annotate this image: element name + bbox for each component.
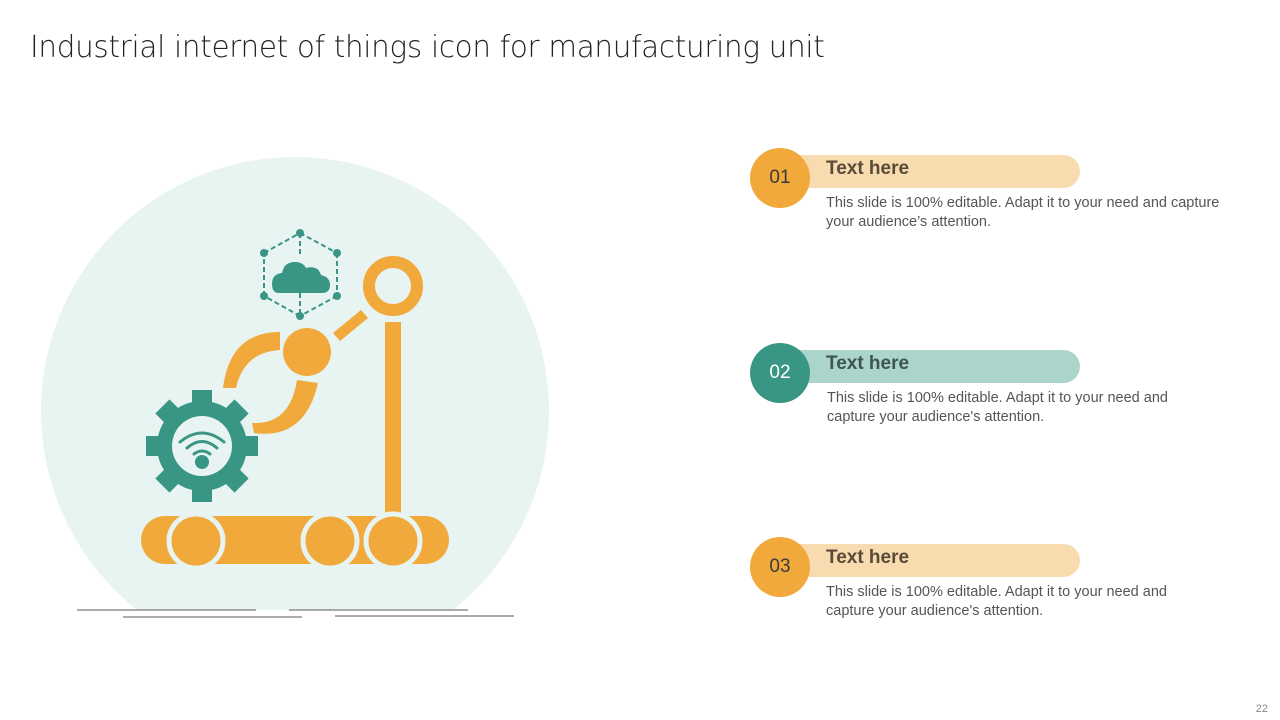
item-title-bar bbox=[780, 544, 1080, 577]
item-number-badge: 01 bbox=[750, 148, 810, 208]
wifi-gear-icon bbox=[146, 390, 258, 502]
item-number-badge: 02 bbox=[750, 343, 810, 403]
item-title-bar bbox=[780, 350, 1080, 383]
item-title: Text here bbox=[826, 353, 910, 374]
background-circle bbox=[41, 157, 549, 610]
list-item-01: 01 Text here This slide is 100% editable… bbox=[750, 148, 1250, 248]
baseline-lines bbox=[77, 609, 514, 618]
item-description: This slide is 100% editable. Adapt it to… bbox=[827, 390, 1168, 425]
iiot-illustration bbox=[41, 157, 549, 618]
robotic-arm-icon bbox=[223, 256, 423, 514]
list-item-03: 03 Text here This slide is 100% editable… bbox=[750, 537, 1250, 637]
list-item-02: 02 Text here This slide is 100% editable… bbox=[750, 343, 1250, 443]
item-title-bar bbox=[780, 155, 1080, 188]
page-number: 22 bbox=[1255, 703, 1268, 715]
slide-title: Industrial internet of things icon for m… bbox=[30, 30, 825, 65]
item-title: Text here bbox=[826, 158, 910, 179]
item-number-badge: 03 bbox=[750, 537, 810, 597]
conveyor-belt-icon bbox=[141, 511, 449, 571]
cloud-network-icon bbox=[260, 229, 341, 320]
item-description: This slide is 100% editable. Adapt it to… bbox=[826, 584, 1167, 619]
item-title: Text here bbox=[826, 547, 910, 568]
item-description: This slide is 100% editable. Adapt it to… bbox=[826, 195, 1220, 230]
